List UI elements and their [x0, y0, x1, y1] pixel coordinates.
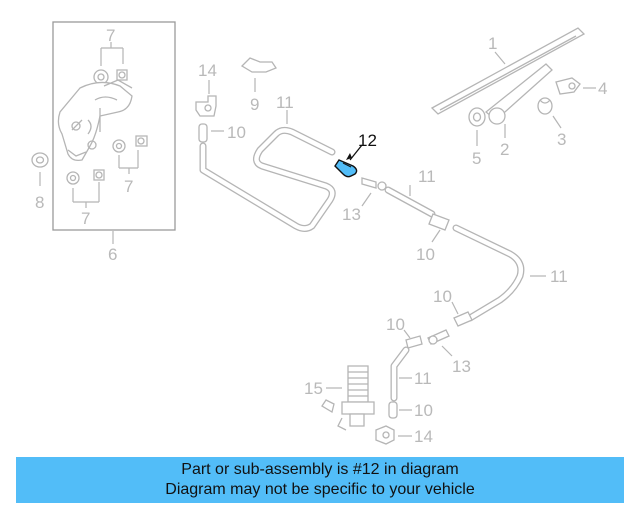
label-11-bottom: 11 — [414, 369, 432, 388]
label-6: 6 — [108, 245, 117, 264]
label-7-top: 7 — [106, 26, 115, 45]
label-12: 12 — [358, 131, 377, 150]
connector-part-13-bottom — [427, 329, 450, 345]
hose-part-10-bottom — [388, 401, 398, 419]
motor-assembly-frame — [52, 21, 176, 231]
label-7-bottom: 7 — [81, 209, 90, 228]
washer-nozzle-part-12 — [334, 159, 358, 178]
label-14-top: 14 — [198, 61, 217, 80]
label-2: 2 — [500, 140, 509, 159]
label-11-right: 11 — [550, 267, 568, 286]
label-3: 3 — [557, 130, 566, 149]
label-8: 8 — [35, 193, 44, 212]
label-14-bottom: 14 — [414, 427, 433, 446]
label-10-bottom: 10 — [414, 401, 433, 420]
leader-7-right — [118, 150, 139, 174]
leader-10-mid — [431, 229, 441, 243]
cover-part-4 — [555, 77, 581, 95]
label-13-bottom: 13 — [452, 357, 471, 376]
leader-10-lower — [403, 329, 411, 339]
label-11-top: 11 — [276, 93, 294, 112]
label-10-right: 10 — [433, 287, 452, 306]
info-banner: Part or sub-assembly is #12 in diagram D… — [16, 457, 624, 503]
hose-part-11-bottom — [390, 346, 410, 402]
nozzle-part-14-bottom — [375, 425, 395, 445]
parts-diagram: 7 7 7 8 6 1 2 5 3 4 9 14 10 — [31, 21, 607, 446]
label-15: 15 — [304, 379, 323, 398]
label-10-mid: 10 — [416, 245, 435, 264]
label-1: 1 — [488, 34, 497, 53]
leader-12-arrowhead — [346, 153, 352, 160]
washer-pump-part-15 — [321, 365, 375, 431]
label-11-mid: 11 — [418, 167, 436, 186]
bushing-part-7-bottom — [66, 169, 105, 185]
nozzle-part-14-top — [195, 95, 217, 117]
hose-part-10-right — [453, 311, 473, 327]
grommet-part-8 — [31, 152, 49, 168]
bushing-part-7-top — [93, 69, 128, 85]
label-13-top: 13 — [342, 205, 361, 224]
hose-part-10-top — [198, 123, 208, 143]
leader-13-bottom — [441, 345, 453, 357]
wiper-blade-part-1 — [430, 27, 586, 115]
connector-part-13-top — [361, 177, 387, 191]
hose-part-11-loop — [199, 126, 336, 232]
bushing-part-7-right — [112, 135, 148, 153]
hose-part-11-long — [384, 186, 525, 322]
banner-line-1: Part or sub-assembly is #12 in diagram — [181, 461, 459, 478]
cap-part-3 — [537, 97, 553, 115]
wiper-motor-drawing — [57, 79, 133, 162]
clip-part-9 — [240, 57, 277, 73]
leader-10-right — [451, 301, 459, 315]
leader-1 — [494, 51, 506, 65]
banner-line-2: Diagram may not be specific to your vehi… — [165, 481, 475, 498]
hose-part-10-mid — [428, 213, 450, 231]
label-4: 4 — [598, 79, 607, 98]
leader-13-top — [361, 192, 372, 207]
wiper-arm-part-2 — [484, 63, 553, 125]
nut-part-5 — [468, 107, 486, 127]
label-5: 5 — [472, 149, 481, 168]
hose-part-10-lower — [405, 335, 423, 349]
label-9: 9 — [250, 95, 259, 114]
leader-3 — [552, 115, 562, 129]
leader-12 — [349, 144, 363, 161]
leader-7-top — [100, 42, 124, 66]
leader-7-bottom — [72, 182, 100, 208]
label-10-lower: 10 — [386, 315, 405, 334]
label-7-right: 7 — [124, 177, 133, 196]
label-10-top: 10 — [227, 123, 246, 142]
